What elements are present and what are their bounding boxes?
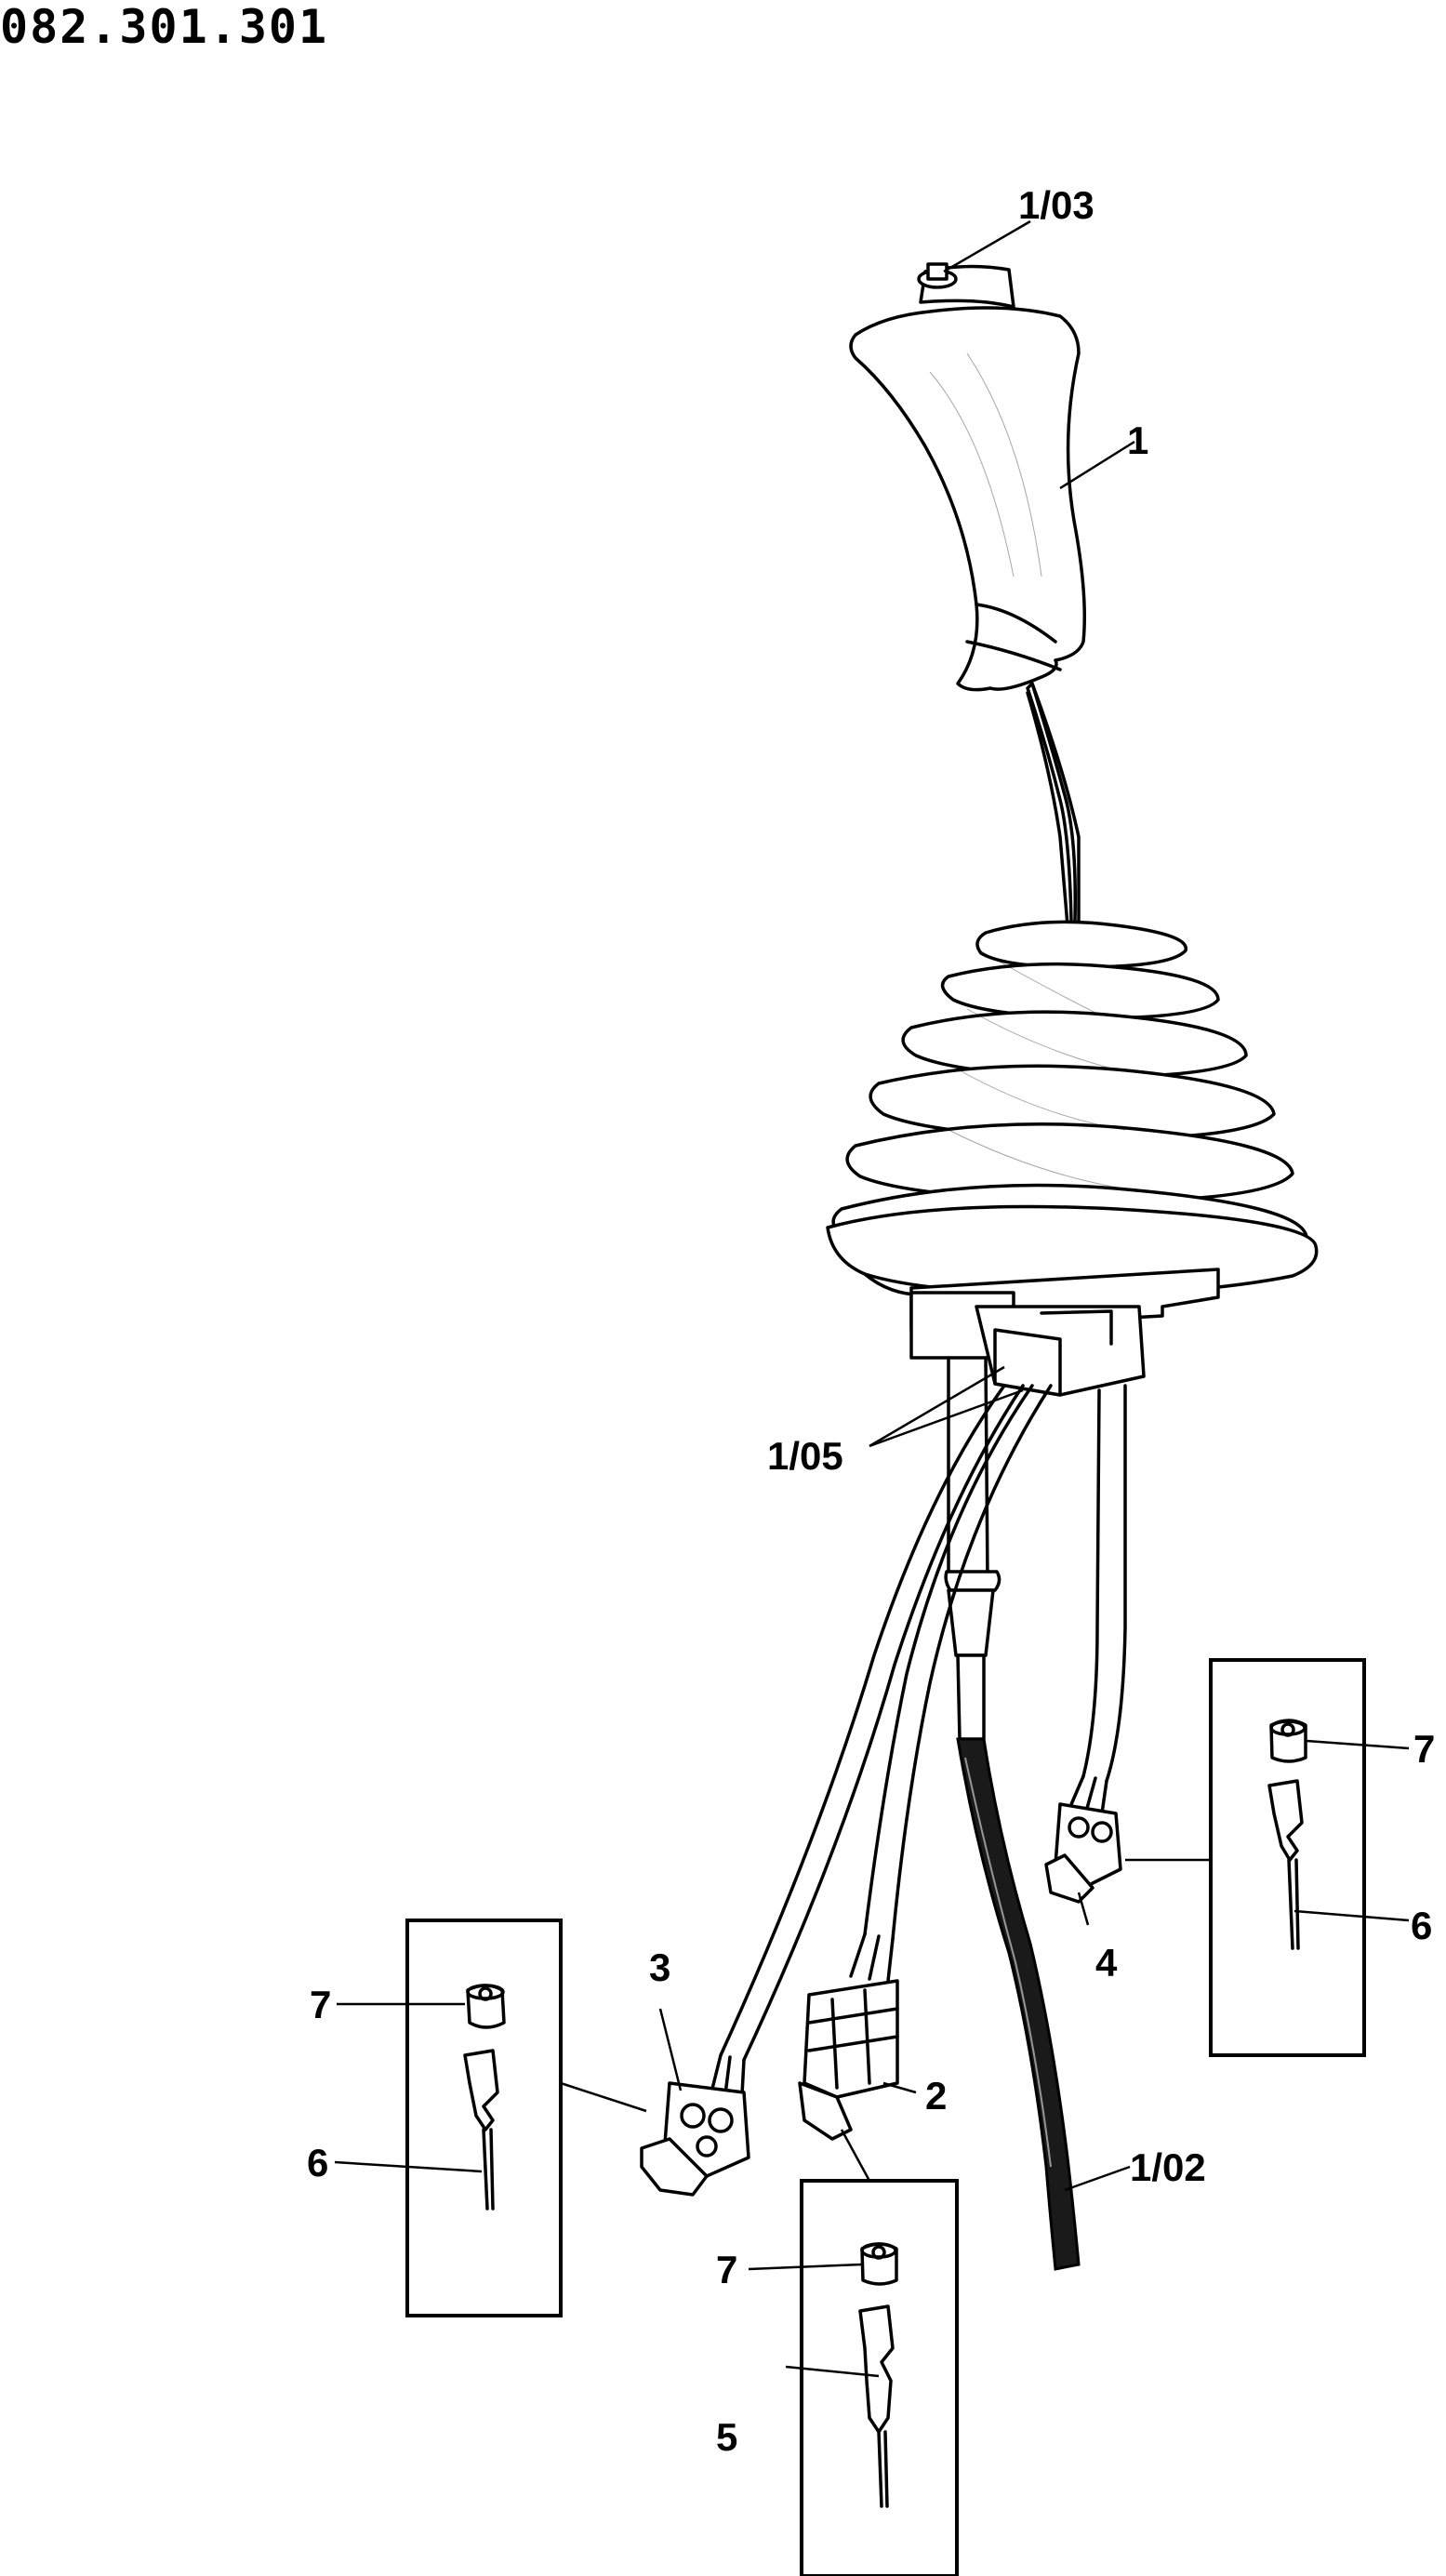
connector-3 [640, 2081, 750, 2197]
callout-4: 4 [1095, 1941, 1118, 1985]
joystick-shaft [1026, 682, 1081, 932]
connector-2 [798, 1979, 899, 2141]
callout-7-right: 7 [1413, 1727, 1435, 1771]
callout-labels: 1/03 1 1/05 1/02 3 2 4 5 6 6 7 7 7 [307, 183, 1435, 2459]
callout-7-bottom: 7 [716, 2248, 737, 2291]
detail-box-bottom [800, 2179, 959, 2576]
connector-4 [1044, 1802, 1122, 1904]
lever-housing [909, 1268, 1220, 1583]
callout-7-left: 7 [310, 1983, 331, 2026]
leader-lines [334, 219, 1410, 2378]
wire-harness [710, 1384, 1127, 2096]
callout-5: 5 [716, 2415, 737, 2459]
detail-box-left [405, 1919, 563, 2317]
callout-1-05: 1/05 [767, 1434, 843, 1478]
joystick-grip [849, 262, 1086, 692]
callout-1-03: 1/03 [1018, 183, 1094, 227]
rubber-bellows [826, 920, 1319, 1297]
callout-3: 3 [649, 1945, 670, 1989]
callout-6-left: 6 [307, 2141, 328, 2184]
callout-1: 1 [1127, 418, 1148, 462]
detail-box-right [1209, 1658, 1366, 2057]
callout-2: 2 [925, 2074, 947, 2118]
main-cable-102 [944, 1570, 1081, 2271]
callout-1-02: 1/02 [1130, 2145, 1206, 2189]
drawing-code: 082.301.301 [0, 0, 329, 54]
callout-6-right: 6 [1411, 1904, 1432, 1947]
